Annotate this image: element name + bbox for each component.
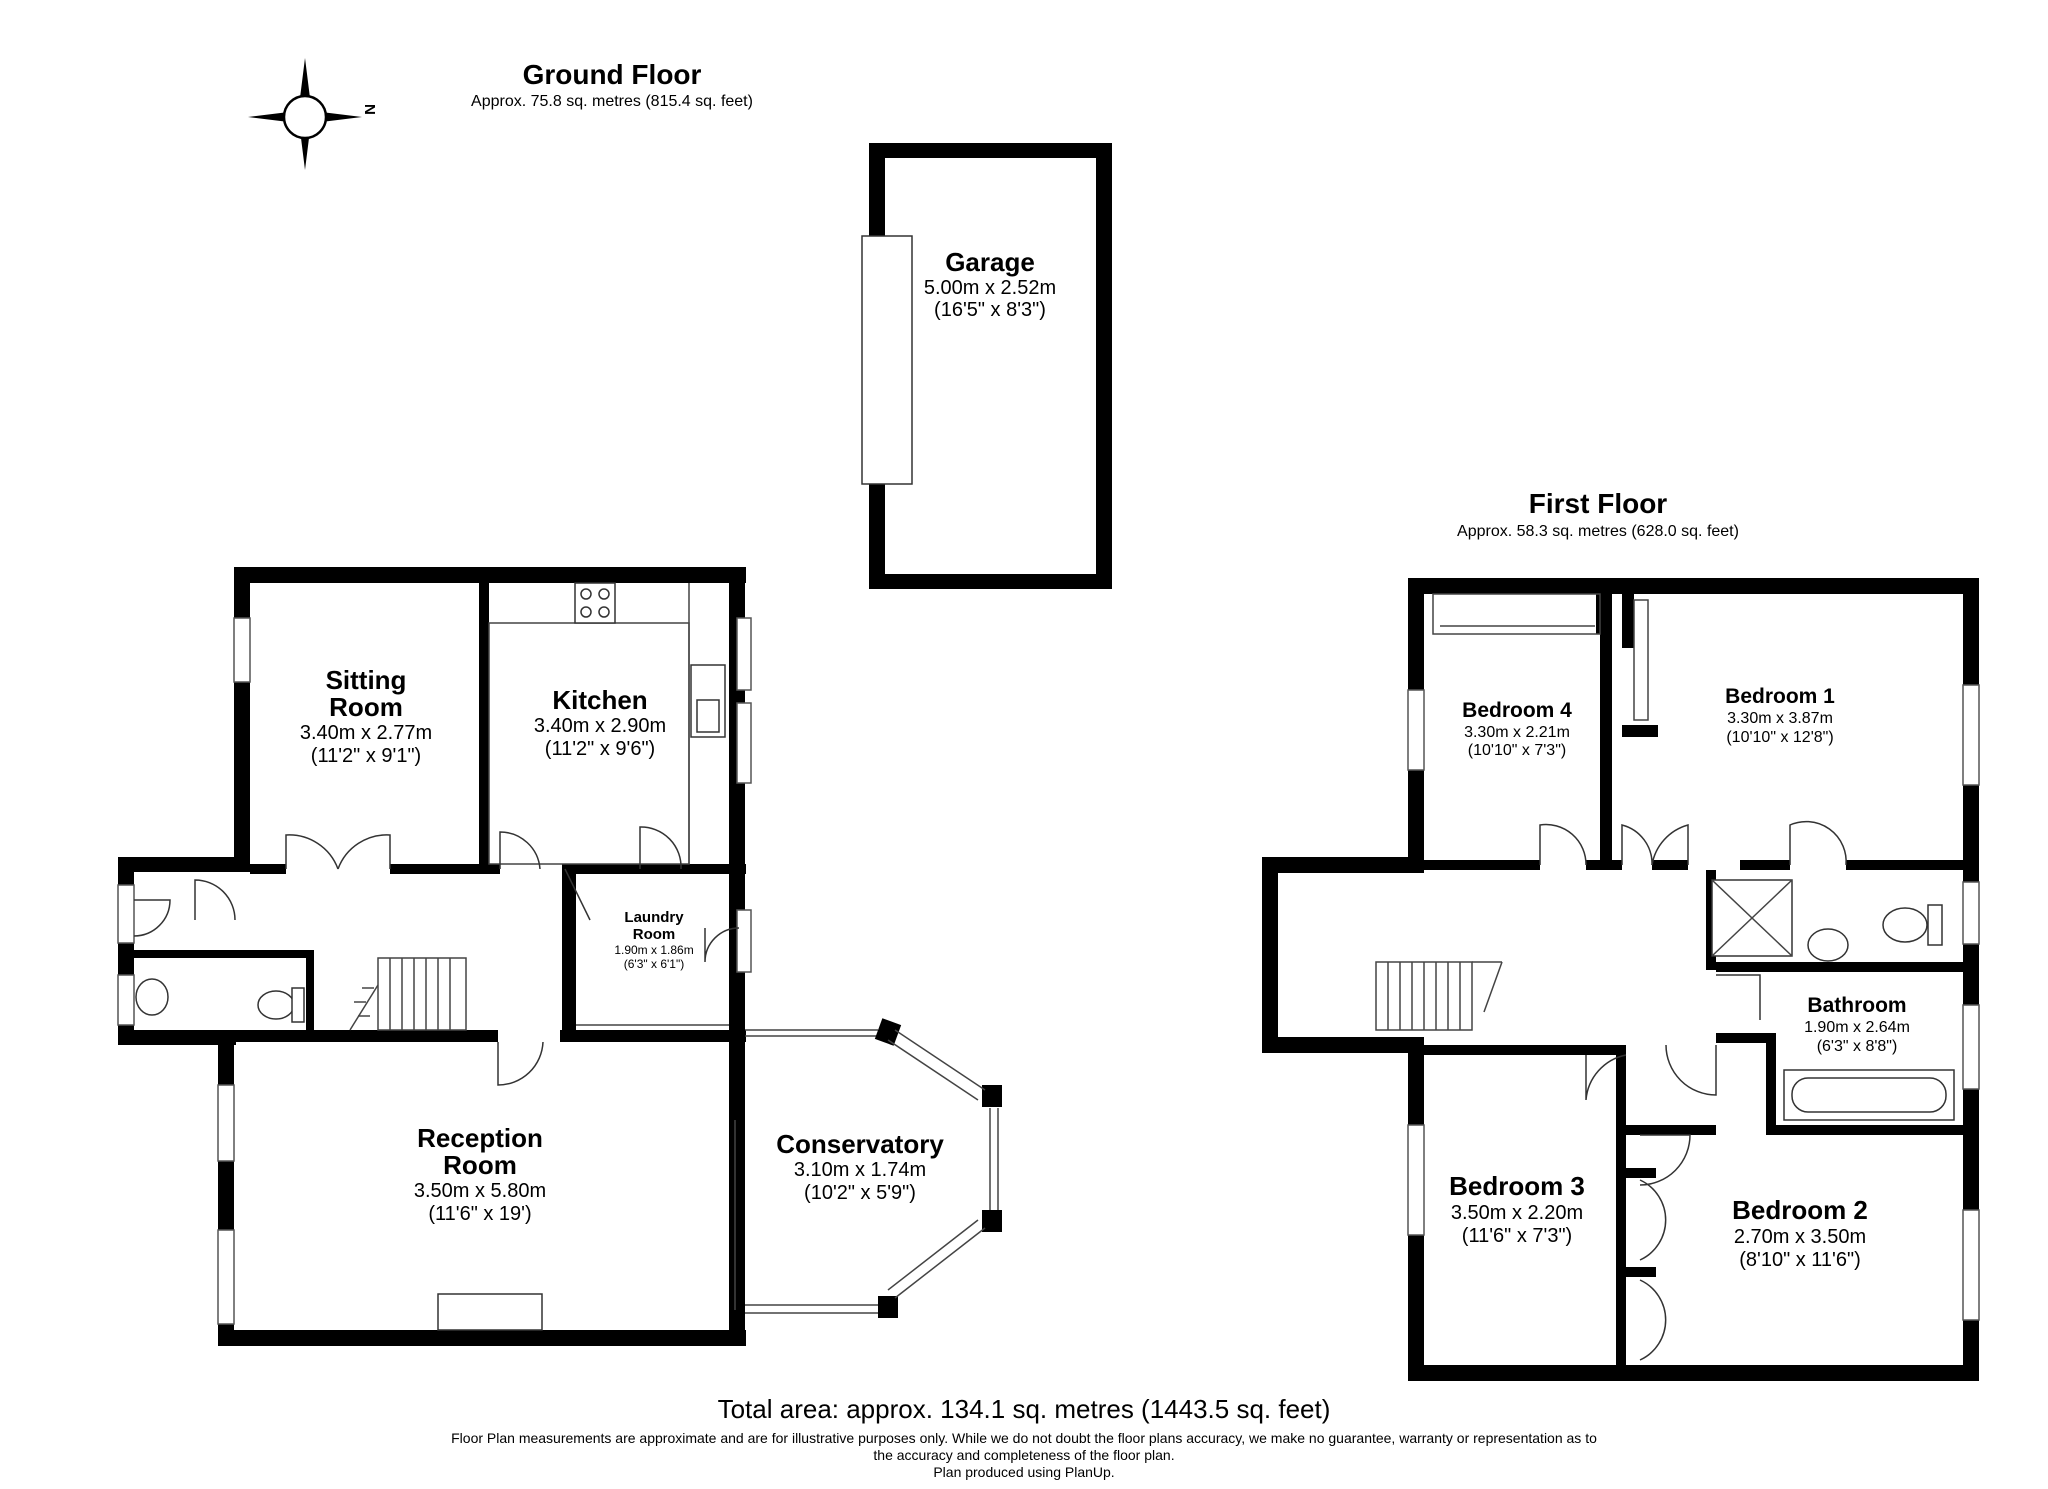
ground-floor-plan: Sitting Room 3.40m x 2.77m (11'2" x 9'1"… xyxy=(117,567,1002,1346)
reception-room-imperial: (11'6" x 19') xyxy=(428,1203,531,1225)
first-floor-area: Approx. 58.3 sq. metres (628.0 sq. feet) xyxy=(1457,523,1739,540)
bathroom-imperial: (6'3" x 8'8") xyxy=(1817,1038,1898,1055)
first-floor-plan: Bedroom 4 3.30m x 2.21m (10'10" x 7'3") … xyxy=(1262,578,1980,1381)
window xyxy=(1407,1124,1425,1236)
kitchen-imperial: (11'2" x 9'6") xyxy=(545,738,655,760)
sitting-room-name-line2: Room xyxy=(329,692,403,722)
window xyxy=(1962,1004,1980,1090)
total-area: Total area: approx. 134.1 sq. metres (14… xyxy=(718,1394,1331,1424)
compass-rose-icon: N xyxy=(248,58,378,170)
laundry-room-metric: 1.90m x 1.86m xyxy=(614,943,693,957)
window xyxy=(1407,689,1425,771)
bedroom-3-name: Bedroom 3 xyxy=(1449,1171,1585,1201)
compass-north-label: N xyxy=(361,104,378,115)
bedroom-1-imperial: (10'10" x 12'8") xyxy=(1726,729,1833,746)
produced-by: Plan produced using PlanUp. xyxy=(933,1464,1114,1480)
sitting-room-imperial: (11'2" x 9'1") xyxy=(311,745,421,767)
ground-floor-title: Ground Floor xyxy=(523,59,702,90)
bedroom-2-metric: 2.70m x 3.50m xyxy=(1734,1226,1866,1248)
ground-floor-area: Approx. 75.8 sq. metres (815.4 sq. feet) xyxy=(471,93,753,110)
conservatory-metric: 3.10m x 1.74m xyxy=(794,1159,926,1181)
window xyxy=(117,974,135,1026)
conservatory-name: Conservatory xyxy=(776,1129,944,1159)
laundry-room-name-line2: Room xyxy=(633,926,676,943)
first-floor-stairs xyxy=(1375,961,1503,1031)
bedroom-4-metric: 3.30m x 2.21m xyxy=(1464,724,1570,741)
bedroom-2-imperial: (8'10" x 11'6") xyxy=(1739,1249,1861,1271)
window xyxy=(217,1084,235,1162)
reception-room-name-line1: Reception xyxy=(417,1123,543,1153)
window xyxy=(1962,881,1980,945)
garage-metric: 5.00m x 2.52m xyxy=(924,277,1056,299)
bedroom-1-name: Bedroom 1 xyxy=(1725,685,1835,708)
front-door-panel xyxy=(117,884,135,944)
reception-room-name-line2: Room xyxy=(443,1150,517,1180)
kitchen-metric: 3.40m x 2.90m xyxy=(534,715,666,737)
kitchen-name: Kitchen xyxy=(552,685,647,715)
conservatory-shell xyxy=(734,1018,1002,1318)
bedroom-2-name: Bedroom 2 xyxy=(1732,1195,1868,1225)
bedroom-1-metric: 3.30m x 3.87m xyxy=(1727,710,1833,727)
conservatory-imperial: (10'2" x 5'9") xyxy=(804,1182,916,1204)
window xyxy=(736,702,752,784)
window xyxy=(233,617,251,683)
reception-room-metric: 3.50m x 5.80m xyxy=(414,1180,546,1202)
disclaimer-line-1: Floor Plan measurements are approximate … xyxy=(451,1430,1597,1446)
bedroom-3-imperial: (11'6" x 7'3") xyxy=(1462,1225,1572,1247)
laundry-room-imperial: (6'3" x 6'1") xyxy=(624,957,684,971)
ground-floor-stairs xyxy=(349,957,467,1031)
sitting-room-name-line1: Sitting xyxy=(326,665,407,695)
window xyxy=(217,1229,235,1325)
window xyxy=(1962,1209,1980,1321)
disclaimer-line-2: the accuracy and completeness of the flo… xyxy=(873,1447,1174,1463)
garage-imperial: (16'5" x 8'3") xyxy=(934,299,1046,321)
sitting-room-metric: 3.40m x 2.77m xyxy=(300,722,432,744)
bedroom-4-imperial: (10'10" x 7'3") xyxy=(1468,742,1566,759)
window xyxy=(1962,684,1980,786)
bathroom-metric: 1.90m x 2.64m xyxy=(1804,1019,1910,1036)
first-floor-title: First Floor xyxy=(1529,488,1668,519)
garage-name: Garage xyxy=(945,247,1035,277)
bathroom-name: Bathroom xyxy=(1807,994,1906,1017)
window xyxy=(736,909,752,973)
window xyxy=(736,617,752,691)
bedroom-3-metric: 3.50m x 2.20m xyxy=(1451,1202,1583,1224)
garage-door xyxy=(861,235,913,485)
laundry-room-name-line1: Laundry xyxy=(624,909,684,926)
bedroom-4-name: Bedroom 4 xyxy=(1462,699,1572,722)
garage: Garage 5.00m x 2.52m (16'5" x 8'3") xyxy=(861,143,1112,589)
